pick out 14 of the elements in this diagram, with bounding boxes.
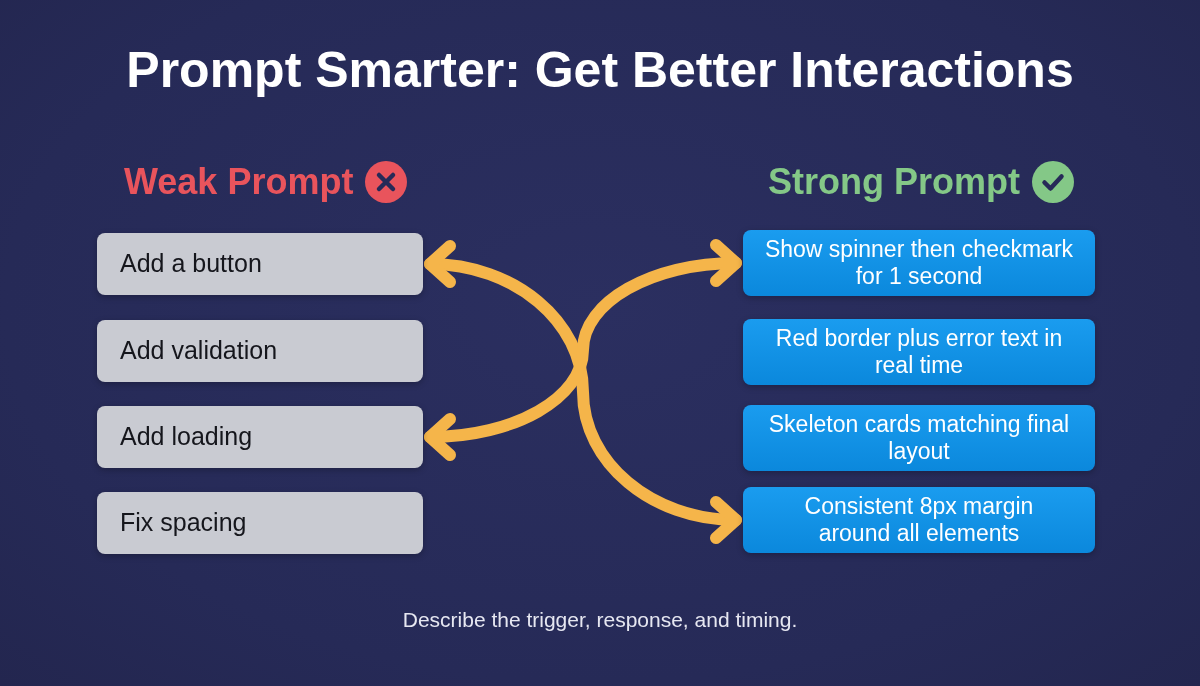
prompt-card: Show spinner then checkmark for 1 second bbox=[743, 230, 1095, 296]
prompt-card: Skeleton cards matching final layout bbox=[743, 405, 1095, 471]
prompt-card: Add validation bbox=[97, 320, 423, 382]
prompt-card: Add a button bbox=[97, 233, 423, 295]
prompt-card: Consistent 8px margin around all elements bbox=[743, 487, 1095, 553]
prompt-card: Red border plus error text in real time bbox=[743, 319, 1095, 385]
caption: Describe the trigger, response, and timing. bbox=[402, 607, 798, 633]
prompt-card: Fix spacing bbox=[97, 492, 423, 554]
title: Prompt Smarter: Get Better Interactions bbox=[126, 41, 1074, 100]
column-heading: Weak Prompt bbox=[124, 160, 354, 204]
prompt-card: Add loading bbox=[97, 406, 423, 468]
curved-arrow bbox=[424, 239, 742, 461]
curved-arrow bbox=[424, 241, 742, 543]
column-heading: Strong Prompt bbox=[768, 160, 1020, 204]
